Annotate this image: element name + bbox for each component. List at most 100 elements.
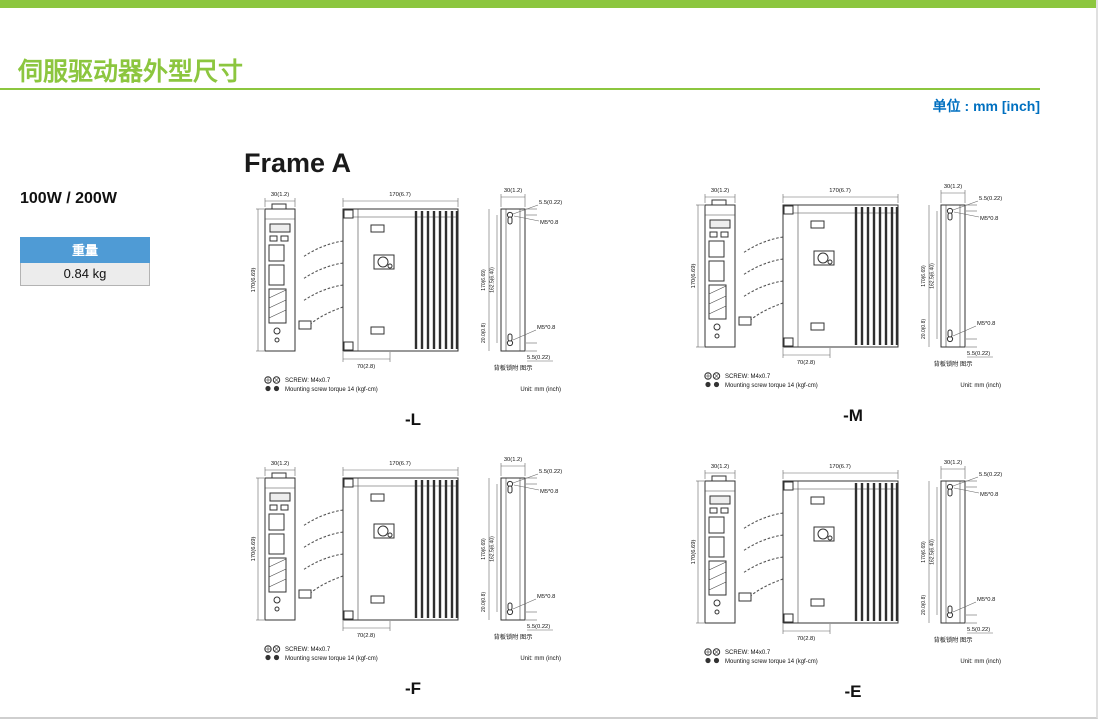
display-window [269,223,291,233]
connector-block [268,533,285,555]
mounting-tab [783,205,794,215]
screw-spec-top: M5*0.8 [980,216,998,222]
dim-hole-bottom-offset: 5.5(0.22) [967,351,990,357]
dim-front-width: 30(1.2) [271,192,289,198]
dim-hole-pitch: 162.5(6.40) [930,263,936,289]
cable-connector [738,316,752,326]
variant-label: -E [844,682,862,701]
mounting-tab [343,610,354,620]
drawing-notes: SCREW: M4x0.7 Mounting screw torque 14 (… [264,376,561,393]
weight-header-label: 重量 [20,237,150,263]
dimension-drawing: 30(1.2) 170(6.69) [243,450,583,699]
body-dimensions: 170(6.7) 70(2.8) [782,188,899,366]
screw-icon [704,372,721,388]
screw-note: SCREW: M4x0.7 [725,374,771,380]
screw-spec-bottom: M5*0.8 [537,594,555,600]
drawing-svg: 30(1.2) 170(6.69) [251,188,562,393]
dim-body-width: 170(6.7) [389,192,411,198]
dim-side-height: 170(6.69) [481,269,487,291]
dim-bracket-depth: 20.0(0.8) [921,319,927,339]
mounting-tab [343,478,354,488]
torque-note: Mounting screw torque 14 (kgf-cm) [285,656,378,662]
front-view [704,475,736,624]
torque-note: Mounting screw torque 14 (kgf-cm) [725,659,818,665]
drawing-svg: 30(1.2) 170(6.69) [691,184,1002,389]
screw-spec-bottom: M5*0.8 [977,597,995,603]
display-window [709,219,731,229]
variant-label: -M [843,406,863,425]
dim-hole-pitch: 162.5(6.40) [490,267,496,293]
dim-bottom-width: 70(2.8) [797,636,815,642]
screw-icon [264,376,281,392]
rear-view [500,477,526,621]
mounting-tab [343,209,354,219]
screw-spec-top: M5*0.8 [540,220,558,226]
rear-dimensions: 30(1.2) 5.5(0.22) M5*0.8 170(6.69) 162.5… [481,188,562,372]
heatsink-fins [854,207,899,345]
dim-front-height: 170(6.69) [251,268,257,293]
connector-block [708,240,725,258]
weight-box: 重量 0.84 kg [20,237,150,286]
dim-front-height: 170(6.69) [691,264,697,289]
connector-block [708,284,727,320]
connector-block [708,536,725,558]
drawing-notes: SCREW: M4x0.7 Mounting screw torque 14 (… [264,645,561,662]
dim-side-height: 170(6.69) [921,265,927,287]
drawing-svg: 30(1.2) 170(6.69) [251,457,562,662]
title-underline [0,88,1040,90]
display-window [269,492,291,502]
dim-front-width: 30(1.2) [271,461,289,467]
dim-side-width: 30(1.2) [944,184,962,190]
connector-block [708,516,725,534]
dim-bottom-width: 70(2.8) [357,633,375,639]
rear-view [500,208,526,352]
dim-bottom-width: 70(2.8) [357,364,375,370]
dimension-drawing: 30(1.2) 170(6.69) [243,181,583,430]
front-view [264,203,296,352]
rear-mount-note: 背板锁附 图示 [494,633,533,641]
front-view [264,472,296,621]
body-view [342,477,459,621]
connector-block [708,260,725,282]
dim-hole-pitch: 162.5(6.40) [930,539,936,565]
variant-label: -L [404,410,422,429]
connector-block [268,557,287,593]
dim-bracket-depth: 20.0(0.8) [921,595,927,615]
dim-hole-top-offset: 5.5(0.22) [539,200,562,206]
drawing-svg: 30(1.2) 170(6.69) [691,460,1002,665]
dim-body-width: 170(6.7) [389,461,411,467]
dim-side-width: 30(1.2) [944,460,962,466]
screw-note: SCREW: M4x0.7 [285,647,331,653]
screw-spec-top: M5*0.8 [540,489,558,495]
dim-bottom-width: 70(2.8) [797,360,815,366]
dim-front-height: 170(6.69) [251,537,257,562]
front-dimensions: 30(1.2) 170(6.69) [251,192,296,352]
mounting-tab [783,613,794,623]
torque-note: Mounting screw torque 14 (kgf-cm) [725,383,818,389]
cable-connector [298,589,312,599]
dimension-drawing: 30(1.2) 170(6.69) [683,453,1023,702]
heatsink-fins [414,211,459,349]
page-title: 伺服驱动器外型尺寸 [18,58,244,86]
cable-connector [738,592,752,602]
drawing-unit-note: Unit: mm (inch) [520,387,561,393]
rear-dimensions: 30(1.2) 5.5(0.22) M5*0.8 170(6.69) 162.5… [921,184,1002,368]
connector-block [268,264,285,286]
rear-mount-note: 背板锁附 图示 [494,364,533,372]
rear-view [940,204,966,348]
display-window [709,495,731,505]
screw-icon [704,648,721,664]
dim-side-width: 30(1.2) [504,188,522,194]
dim-side-width: 30(1.2) [504,457,522,463]
dim-hole-bottom-offset: 5.5(0.22) [967,627,990,633]
frame-heading: Frame A [244,148,352,178]
cable-connector [298,320,312,330]
connector-block [268,288,287,324]
screw-spec-bottom: M5*0.8 [537,325,555,331]
dim-body-width: 170(6.7) [829,188,851,194]
front-dimensions: 30(1.2) 170(6.69) [691,464,736,624]
drawing-unit-note: Unit: mm (inch) [960,659,1001,665]
body-view [782,204,899,348]
